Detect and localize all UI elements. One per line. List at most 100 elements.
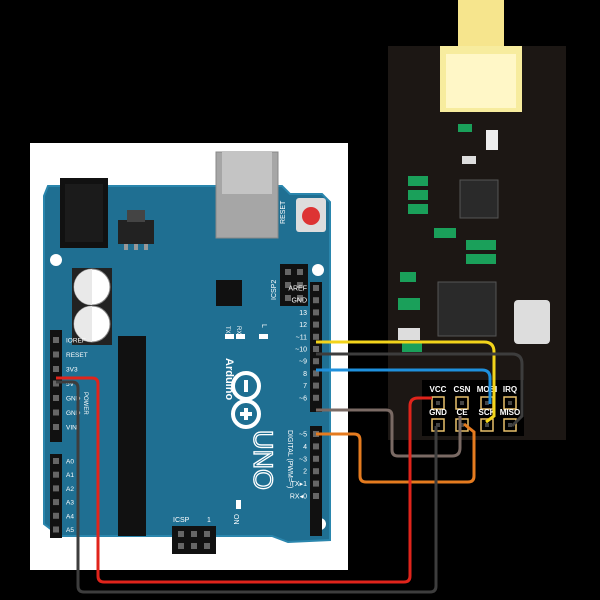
digital-pin-label: ~9 (299, 359, 307, 366)
digital-pin-socket (313, 382, 319, 389)
digital-pin-socket (313, 358, 319, 365)
icsp2-pins (285, 269, 303, 301)
atmega-chip (118, 336, 146, 536)
power-pin-label: RESET (66, 352, 88, 359)
digital-pin-socket (313, 285, 319, 291)
power-pin-label: GND (66, 410, 81, 417)
power-pin-label: GND (66, 396, 81, 403)
module-pin (455, 396, 469, 410)
digital-pin-label: 4 (303, 444, 307, 451)
smd-component (408, 190, 428, 200)
digital-pin-socket (313, 370, 319, 377)
power-section-label: POWER (82, 392, 88, 415)
icsp-pin1-label: 1 (207, 517, 211, 524)
digital-pin-socket (313, 309, 319, 316)
smd-component (398, 298, 420, 310)
yellow-wire-d13-to-mosi (316, 340, 496, 424)
tx-label: TX (224, 326, 230, 334)
arduino-brand-text: Arduino (223, 358, 235, 400)
voltage-regulator (118, 220, 154, 244)
module-pin-hole (436, 423, 440, 427)
power-pin-label: VIN (66, 425, 77, 432)
analog-pin-label: A2 (66, 486, 74, 493)
black-wire-gnd-to-gnd (56, 380, 438, 594)
voltage-regulator-leg (134, 244, 138, 250)
antenna-trace (458, 0, 504, 46)
analog-pin-socket (53, 499, 59, 506)
analog-pin-label: A1 (66, 472, 74, 479)
black-wire-d12-to-miso (316, 352, 524, 428)
digital-pin-socket (313, 455, 319, 462)
dc-power-jack-inner (65, 184, 103, 242)
voltage-regulator-leg (144, 244, 148, 250)
digital-pin-label: GND (291, 298, 307, 305)
analog-pin-label: A3 (66, 500, 74, 507)
digital-pin-label: 2 (303, 469, 307, 476)
wires (56, 340, 524, 594)
smd-component (458, 124, 472, 132)
digital-pin-label: ~6 (299, 395, 307, 402)
analog-pin-socket (53, 526, 59, 533)
digital-label: DIGITAL (PWM=~) (286, 430, 293, 488)
digital-pin-socket (313, 394, 319, 401)
smd-component (408, 176, 428, 186)
power-pin-socket (53, 424, 59, 430)
digital-pin-label: 8 (303, 371, 307, 378)
digital-pin-label: 7 (303, 383, 307, 390)
module-pin-label-bottom: CE (456, 408, 468, 417)
icsp-label: ICSP (173, 517, 190, 524)
module-pin (431, 418, 445, 432)
digital-pin-label: ~10 (295, 347, 307, 354)
digital-pin-socket (313, 321, 319, 328)
smd-component (466, 240, 496, 250)
module-pin (431, 396, 445, 410)
power-pin-socket (53, 337, 59, 343)
arduino-uno-board: RESET ICSP2 TX RX L (43, 151, 331, 554)
module-pin-label-bottom: SCK (479, 408, 496, 417)
analog-pin-socket (53, 458, 59, 464)
module-pin-hole (485, 423, 489, 427)
analog-pin-label: A4 (66, 513, 74, 520)
uno-model-text: UNO (248, 430, 278, 490)
on-label: ON (232, 514, 239, 525)
analog-pin-socket (53, 485, 59, 492)
module-pin-label-top: CSN (454, 385, 471, 394)
red-wire-5v-to-vcc (56, 376, 432, 584)
power-pin-label: 5V (66, 381, 75, 388)
analog-pin-label: A5 (66, 527, 74, 534)
digital-pin-socket (313, 346, 319, 352)
digital-pin-socket (313, 297, 319, 304)
digital-pin-label: 13 (299, 310, 307, 317)
smd-component (408, 204, 428, 214)
arduino-pcb (43, 185, 331, 544)
rf-chip (459, 179, 499, 219)
smd-component (466, 254, 496, 264)
digital-pin-socket (313, 468, 319, 475)
digital-pin-label: ~5 (299, 432, 307, 439)
smd-component (462, 156, 476, 164)
module-pin-label-top: VCC (430, 385, 447, 394)
power-pin-socket (53, 351, 59, 358)
antenna-connector-highlight (446, 54, 516, 108)
tx-led (225, 334, 234, 339)
power-pin-socket (53, 409, 59, 416)
arduino-logo (231, 371, 261, 429)
digital-pin-label: RX◂0 (290, 494, 307, 501)
l-led (259, 334, 268, 339)
orange-wire-d7-to-ce (316, 422, 476, 484)
module-pin-hole (508, 423, 512, 427)
reset-button (302, 207, 320, 225)
capacitor-stripe (74, 269, 92, 305)
smd-crystal (486, 130, 498, 150)
blue-wire-d11-to-sck (316, 368, 492, 404)
l-label: L (260, 324, 267, 328)
module-pin-hole (460, 401, 464, 405)
icsp2-label: ICSP2 (271, 280, 278, 300)
digital-pin-label: AREF (288, 286, 307, 293)
module-pin-hole (460, 423, 464, 427)
digital-pin-label: 12 (299, 322, 307, 329)
digital-pin-label: ~3 (299, 456, 307, 463)
rx-label: RX (235, 326, 241, 334)
